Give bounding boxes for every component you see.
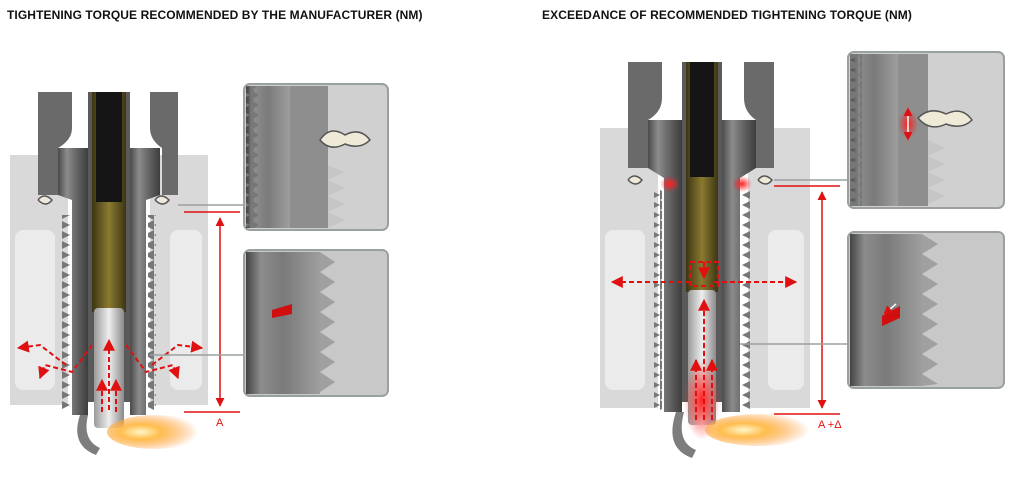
r-washer-left (627, 175, 643, 185)
inset-bottom-right (847, 231, 1005, 389)
inset-top-left (243, 83, 389, 231)
heat-arrow-right (125, 344, 180, 380)
right-panel-title: EXCEEDANCE OF RECOMMENDED TIGHTENING TOR… (542, 8, 912, 22)
r-thread-left (654, 190, 662, 410)
r-plug-shell-right (722, 120, 756, 412)
washer-left (37, 195, 53, 205)
r-washer-glow-left (660, 176, 680, 192)
plug-shell-right (130, 148, 160, 415)
flame (107, 415, 203, 449)
r-cylinder-head-right-highlight (768, 230, 804, 390)
r-washer-glow-right (732, 176, 752, 192)
washer-right (154, 195, 170, 205)
right-diagram: A +Δ (600, 51, 1005, 458)
r-plug-hex-left (628, 62, 662, 168)
r-measure-a-delta (774, 185, 840, 415)
inset-top-right (847, 51, 1005, 209)
r-plug-hex-right (628, 62, 774, 168)
measure-a (184, 211, 240, 413)
ground-electrode (77, 415, 100, 455)
inset-bottom-left (243, 249, 389, 397)
heat-arrow-left-2 (16, 340, 67, 366)
terminal-rod (96, 92, 122, 202)
r-plug-shell-left (648, 120, 682, 412)
plug-hex-right (38, 92, 178, 195)
r-flame (705, 414, 815, 446)
r-washer-right (757, 175, 773, 185)
r-measure-a-delta-label: A +Δ (818, 419, 842, 431)
r-thread-right (742, 190, 750, 410)
r-ground-electrode (672, 412, 696, 458)
plug-hex-left (38, 92, 72, 195)
left-diagram: A (10, 83, 389, 455)
heat-flow-arrows (16, 338, 204, 412)
heat-arrow-left (38, 344, 93, 380)
r-heat-flow-arrows (610, 261, 798, 420)
plug-shell-left (58, 148, 88, 415)
measure-a-label: A (216, 417, 224, 429)
r-heat-box (689, 261, 719, 287)
r-cylinder-head-left-highlight (605, 230, 645, 390)
cylinder-head-right-highlight (170, 230, 202, 390)
thread-right (148, 215, 156, 410)
heat-arrow-right-2 (151, 340, 204, 366)
thread-left (62, 215, 70, 410)
left-panel-title: TIGHTENING TORQUE RECOMMENDED BY THE MAN… (7, 8, 423, 22)
r-terminal-rod (690, 62, 714, 177)
